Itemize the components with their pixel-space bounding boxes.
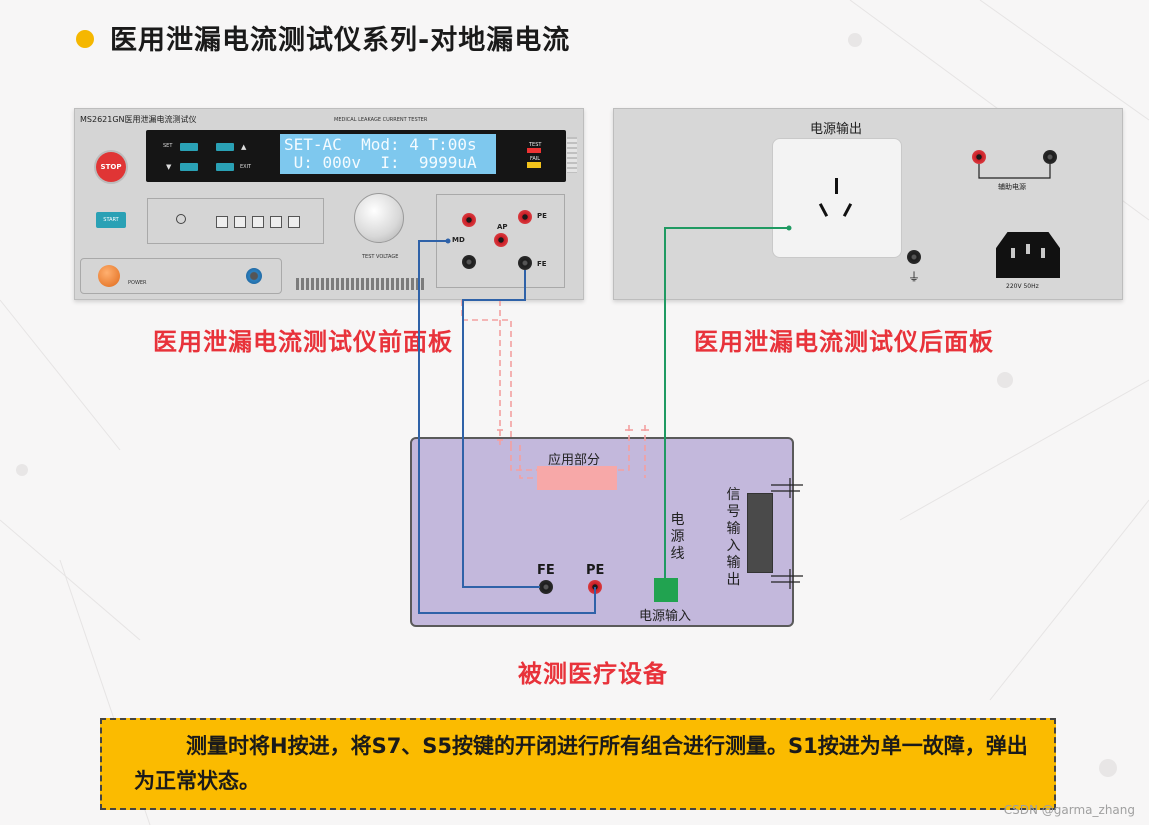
lcd-line-1: SET-AC Mod: 4 T:00s	[284, 135, 477, 154]
mains-rating-label: 220V 50Hz	[1006, 283, 1039, 290]
arrow-down-icon: ▼	[166, 163, 172, 171]
power-group	[80, 258, 282, 294]
start-button[interactable]: START	[96, 212, 126, 228]
socket-pin-earth	[835, 178, 838, 194]
jack-ap-label: AP	[497, 223, 508, 231]
aux-power-jack-red[interactable]	[972, 150, 986, 164]
ground-icon: ⏚	[908, 270, 921, 284]
mains-inlet-pin-e	[1026, 244, 1030, 254]
arrow-up-icon: ▲	[241, 143, 247, 151]
ground-terminal[interactable]	[907, 250, 921, 264]
switch-1[interactable]	[216, 216, 228, 228]
fail-indicator	[527, 162, 541, 168]
interface-port[interactable]	[246, 268, 262, 284]
device-pe-terminal	[588, 580, 602, 594]
jack-fe-label: FE	[537, 260, 547, 268]
mains-inlet-pin-l	[1011, 248, 1015, 258]
jack-ap[interactable]	[494, 233, 508, 247]
jack-pe-label: PE	[537, 212, 547, 220]
jack-pe[interactable]	[518, 210, 532, 224]
switch-h[interactable]	[176, 214, 186, 224]
manufacturer-logo	[296, 278, 426, 290]
power-output-socket[interactable]	[772, 138, 902, 258]
test-voltage-knob[interactable]	[354, 193, 404, 243]
power-button[interactable]	[98, 265, 120, 287]
title-bullet	[76, 30, 94, 48]
test-indicator-label: TEST	[529, 142, 542, 148]
mains-inlet[interactable]	[996, 232, 1060, 278]
key-exit[interactable]	[216, 163, 234, 171]
power-label: POWER	[128, 280, 147, 286]
key-set[interactable]	[180, 143, 198, 151]
device-caption: 被测医疗设备	[518, 660, 668, 688]
lcd-display: SET-AC Mod: 4 T:00s U: 000v I: 9999uA	[280, 134, 496, 174]
front-panel-model-en: MEDICAL LEAKAGE CURRENT TESTER	[334, 117, 428, 123]
test-voltage-label: TEST VOLTAGE	[362, 254, 399, 260]
watermark: CSDN @garma_zhang	[1003, 803, 1135, 817]
page-title: 医用泄漏电流测试仪系列-对地漏电流	[110, 25, 571, 56]
lcd-line-2: U: 000v I: 9999uA	[284, 153, 477, 172]
device-fe-terminal	[539, 580, 553, 594]
switch-2[interactable]	[234, 216, 246, 228]
power-input-block	[654, 578, 678, 602]
jack-md-black[interactable]	[462, 255, 476, 269]
switch-4[interactable]	[270, 216, 282, 228]
key-up[interactable]	[216, 143, 234, 151]
power-output-label: 电源输出	[810, 122, 863, 137]
front-panel-caption: 医用泄漏电流测试仪前面板	[153, 328, 453, 356]
vent-grille	[567, 137, 577, 173]
test-indicator	[527, 148, 541, 153]
key-exit-label: EXIT	[240, 164, 252, 170]
power-cord-label: 电源线	[670, 512, 685, 562]
signal-io-label: 信号输入输出	[726, 487, 741, 588]
key-down[interactable]	[180, 163, 198, 171]
jack-fe[interactable]	[518, 256, 532, 270]
note-box	[100, 718, 1056, 810]
mains-inlet-pin-n	[1041, 248, 1045, 258]
device-fe-label: FE	[537, 563, 555, 578]
key-set-label: SET	[163, 143, 173, 149]
jack-md-label: MD	[452, 236, 465, 244]
rear-panel-caption: 医用泄漏电流测试仪后面板	[694, 328, 994, 356]
device-pe-label: PE	[586, 563, 605, 578]
measurement-note: 测量时将H按进，将S7、S5按键的开闭进行所有组合进行测量。S1按进为单一故障，…	[134, 734, 1028, 793]
aux-power-jack-black[interactable]	[1043, 150, 1057, 164]
signal-io-port	[747, 493, 773, 573]
front-panel-model: MS2621GN医用泄漏电流测试仪	[80, 115, 197, 124]
aux-power-label: 辅助电源	[998, 183, 1026, 191]
switch-group	[147, 198, 324, 244]
switch-3[interactable]	[252, 216, 264, 228]
stop-button[interactable]: STOP	[96, 152, 126, 182]
power-input-label: 电源输入	[639, 609, 692, 624]
switch-5[interactable]	[288, 216, 300, 228]
fail-indicator-label: FAIL	[530, 156, 541, 162]
jack-md-red[interactable]	[462, 213, 476, 227]
applied-part	[537, 466, 617, 490]
